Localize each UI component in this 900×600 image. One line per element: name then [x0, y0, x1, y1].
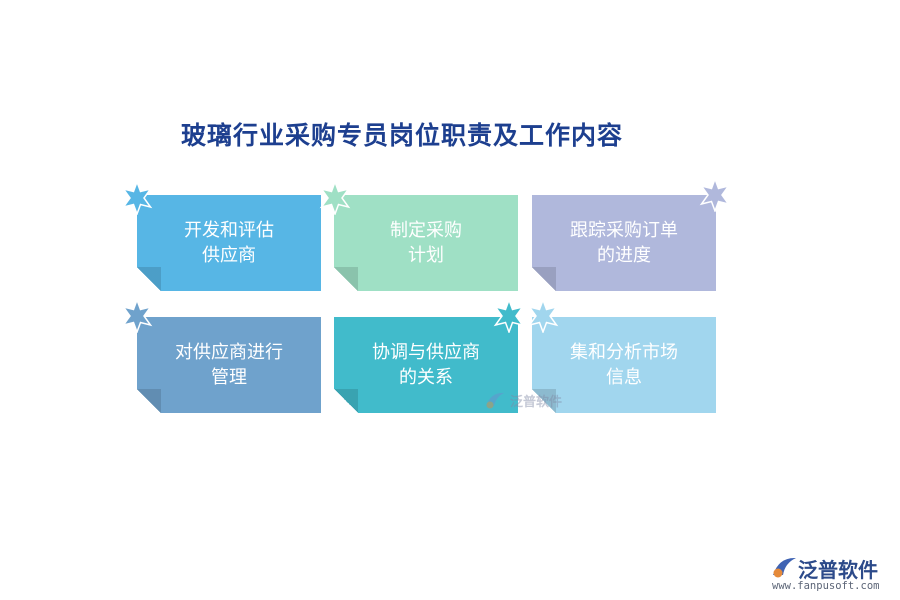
diagram-title: 玻璃行业采购专员岗位职责及工作内容 [181, 121, 624, 150]
card-label: 集和分析市场 信息 [570, 342, 678, 388]
star-icon [699, 178, 731, 212]
card-label: 协调与供应商 的关系 [372, 342, 480, 388]
star-icon [319, 181, 351, 215]
folded-corner [334, 389, 358, 413]
card-market-info: 集和分析市场 信息 [532, 317, 716, 413]
star-icon [493, 299, 525, 333]
folded-corner [137, 389, 161, 413]
star-icon [121, 299, 153, 333]
card-manage-suppliers: 对供应商进行 管理 [137, 317, 321, 413]
card-develop-suppliers: 开发和评估 供应商 [137, 195, 321, 291]
watermark: 泛普软件 [484, 390, 562, 410]
watermark-text: 泛普软件 [510, 394, 563, 410]
card-track-orders: 跟踪采购订单 的进度 [532, 195, 716, 291]
card-label: 跟踪采购订单 的进度 [570, 220, 678, 266]
brand-name: 泛普软件 [798, 558, 878, 582]
folded-corner [137, 267, 161, 291]
brand-url: www.fanpusoft.com [772, 580, 880, 592]
card-label: 对供应商进行 管理 [175, 342, 283, 388]
brand-logo: 泛普软件 www.fanpusoft.com [770, 552, 894, 598]
star-icon [527, 299, 559, 333]
folded-corner [334, 267, 358, 291]
card-label: 制定采购 计划 [390, 220, 462, 266]
star-icon [121, 181, 153, 215]
card-purchase-plan: 制定采购 计划 [334, 195, 518, 291]
card-label: 开发和评估 供应商 [184, 220, 274, 266]
folded-corner [532, 267, 556, 291]
card-supplier-relations: 协调与供应商 的关系 [334, 317, 518, 413]
brand-mark-icon [486, 392, 504, 409]
folded-corner [532, 389, 556, 413]
brand-mark-icon [773, 557, 796, 578]
